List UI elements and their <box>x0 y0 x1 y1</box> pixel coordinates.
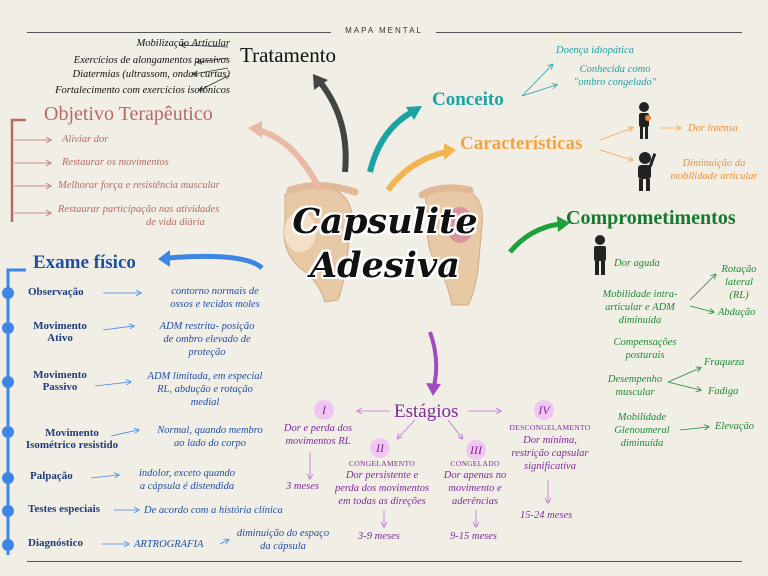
bullet-dot <box>2 505 14 517</box>
objetivo-title: Objetivo Terapêutico <box>44 103 213 125</box>
central-topic: Capsulite Adesiva <box>270 200 500 288</box>
comprometimentos-title: Comprometimentos <box>566 207 736 229</box>
stage-numeral-badge: II <box>370 438 390 458</box>
shoulder-right-illustration <box>418 184 483 306</box>
top-rule-right <box>436 32 742 33</box>
caracteristicas-title: Características <box>460 133 583 154</box>
conceito-item: Doença idiopática <box>556 45 634 56</box>
stage-numeral-badge: I <box>314 400 334 420</box>
stage-duration: 3-9 meses <box>358 531 400 542</box>
person-pain-figure-3 <box>594 235 606 275</box>
exame-label: Palpação <box>30 470 73 482</box>
exame-value: ARTROGRAFIA <box>134 539 204 550</box>
shoulder-left-illustration <box>283 181 359 303</box>
conceito-title: Conceito <box>432 89 504 110</box>
exame-label: Observação <box>28 286 84 298</box>
tratamento-item: Exercícios de alongamentos passivos <box>73 55 230 66</box>
exame-label: Testes especiais <box>28 503 101 515</box>
comprometimento-item: Abdução <box>718 307 756 318</box>
top-rule-left <box>27 32 331 33</box>
bullet-dot <box>2 322 14 334</box>
central-topic-line1: Capsulite <box>292 201 478 242</box>
bullet-dot <box>2 539 14 551</box>
objetivo-item: Melhorar força e resistência muscular <box>58 180 220 191</box>
exame-value: De acordo com a história clínica <box>144 505 283 516</box>
tratamento-item: Mobilização Articular <box>136 38 230 49</box>
stage-duration: 9-15 meses <box>450 531 497 542</box>
stage-numeral-badge: IV <box>534 400 554 420</box>
bullet-dot <box>2 472 14 484</box>
tratamento-title: Tratamento <box>240 43 337 67</box>
estagios-title: Estágios <box>394 401 459 422</box>
comprometimento-item: Fadiga <box>708 386 739 397</box>
conceito-item: Conhecida como"ombro congelado" <box>573 64 657 88</box>
exame-title: Exame físico <box>33 252 136 273</box>
bullet-dot <box>2 426 14 438</box>
caracteristica-item: Dor intensa <box>688 123 738 134</box>
stage-duration: 15-24 meses <box>520 510 573 521</box>
stage-numeral-badge: III <box>466 440 486 460</box>
person-pain-figure-2 <box>638 152 657 191</box>
stage-name: DESCONGELAMENTO <box>509 423 591 432</box>
objetivo-item: de vida diária <box>146 217 205 228</box>
tratamento-item: Diatermias (ultrassom, ondas curtas) <box>72 69 230 80</box>
map-label: MAPA MENTAL <box>345 26 423 35</box>
comprometimento-item: Fraqueza <box>704 357 745 368</box>
stage-duration: 3 meses <box>286 481 319 492</box>
tratamento-item: Fortalecimento com exercícios isotônicos <box>55 85 230 96</box>
bottom-rule <box>27 561 742 562</box>
person-pain-figure-1 <box>639 102 651 139</box>
objetivo-item: Restaurar os movimentos <box>62 157 169 168</box>
central-topic-line2: Adesiva <box>310 245 460 286</box>
objetivo-item: Aliviar dor <box>62 134 109 145</box>
comprometimento-item: Elevação <box>715 421 755 432</box>
exame-label: Diagnóstico <box>28 537 83 549</box>
comprometimento-item: Dor aguda <box>614 258 660 269</box>
stage-name: CONGELADO <box>450 459 500 468</box>
objetivo-item: Restaurar participação nas atividades <box>58 204 220 215</box>
stage-name: CONGELAMENTO <box>349 459 415 468</box>
bullet-dot <box>2 287 14 299</box>
bullet-dot <box>2 376 14 388</box>
